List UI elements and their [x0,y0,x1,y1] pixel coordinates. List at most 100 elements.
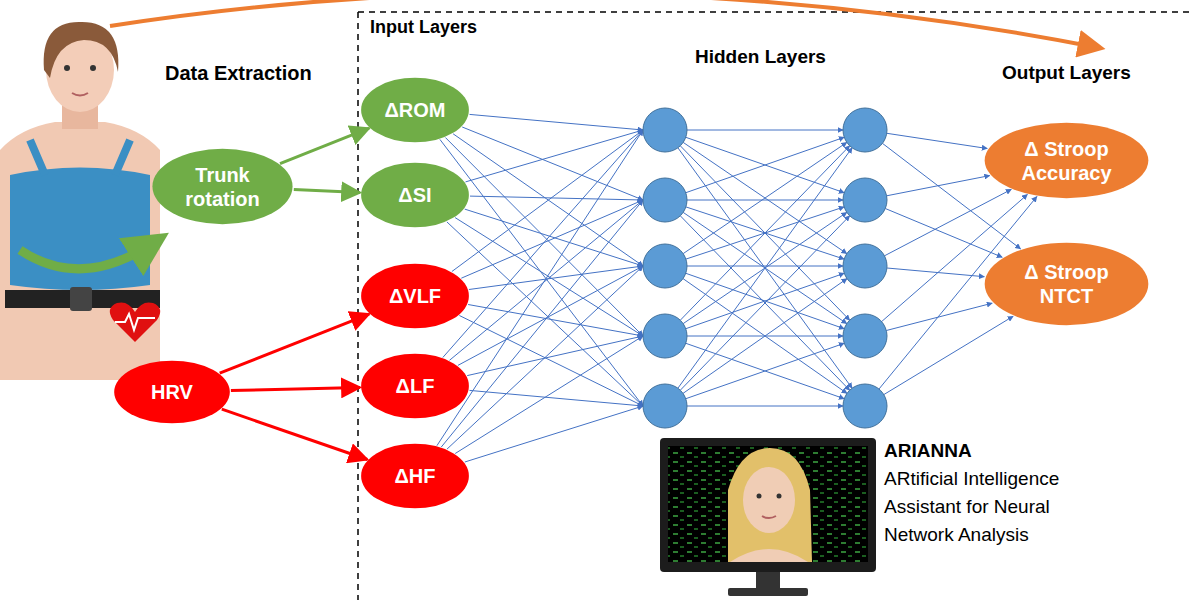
network-link [437,130,643,446]
extraction-arrow [222,409,367,459]
network-link [466,130,644,182]
network-link [686,343,844,398]
hidden-neuron [643,108,687,152]
hidden-neuron [843,178,887,222]
layer-ellipse: HRV [113,360,231,424]
network-link [678,148,852,388]
node-label: Trunk rotation [177,163,269,211]
network-link [447,222,643,406]
network-link [443,130,643,358]
ellipse-fill [985,243,1149,325]
network-link [884,316,1013,394]
network-link [440,139,643,406]
network-link [683,279,847,394]
network-link [686,273,844,328]
network-link [462,127,643,200]
section-heading: Output Layers [1002,62,1131,84]
flow-arc [110,0,1100,48]
network-link [452,130,643,272]
ellipse-shape [983,242,1150,326]
network-link [683,142,847,253]
network-link [468,305,643,337]
layer-ellipse: Δ Stroop Accuracy [983,122,1150,199]
assistant-caption: ARIANNA [884,440,972,462]
network-link [885,209,1002,258]
extraction-arrow [220,314,369,373]
hidden-neuron [643,314,687,358]
network-link [461,200,643,278]
layer-ellipse: ΔSI [360,162,470,228]
ellipse-fill [114,361,230,424]
hidden-neuron [643,178,687,222]
network-link [686,343,844,398]
network-link [686,137,844,192]
node-label: Δ Stroop NTCT [1012,260,1121,308]
section-heading: Input Layers [370,17,477,38]
ellipse-fill [361,444,469,509]
dashed-divider [358,11,1193,13]
node-label: ΔSI [398,183,431,207]
network-link [465,209,643,266]
layer-ellipse: Δ Stroop NTCT [983,242,1150,326]
section-heading: Data Extraction [165,62,312,85]
hidden-neuron [843,314,887,358]
network-link [887,268,984,277]
network-link [470,196,643,200]
network-link [680,216,849,390]
extraction-arrow [231,387,360,390]
ellipse-fill [361,163,469,228]
extraction-arrow [280,128,369,163]
layer-ellipse: ΔROM [360,77,470,143]
network-link [450,200,644,360]
ellipse-fill [361,354,469,419]
network-link [886,303,992,330]
network-link [470,114,644,130]
section-heading: Hidden Layers [695,46,826,68]
network-link [680,216,849,390]
network-link [469,266,643,290]
ellipse-shape [983,122,1150,199]
network-link [687,130,843,131]
extraction-arrow [294,190,360,193]
network-link [687,200,843,201]
hidden-neuron [843,108,887,152]
node-label: Δ Stroop Accuracy [1012,137,1121,185]
network-link [687,266,843,267]
node-label: ΔHF [394,464,435,488]
ellipse-fill [985,123,1149,198]
hidden-neuron [843,384,887,428]
network-link [467,336,643,376]
assistant-caption: Network Analysis [884,524,1029,546]
person-figure [0,22,160,380]
dashed-divider [357,12,359,600]
network-link [441,200,643,447]
network-link [686,137,844,192]
layer-ellipse: ΔHF [360,443,470,509]
network-link [458,266,643,365]
node-label: ΔVLF [389,284,441,308]
hidden-neuron [643,244,687,288]
network-link [887,133,987,148]
node-label: ΔLF [396,374,435,398]
ellipse-shape [151,148,294,225]
ellipse-fill [361,78,469,143]
ellipse-fill [361,264,469,329]
node-label: HRV [151,380,193,404]
node-label: ΔROM [384,98,445,122]
network-link [683,142,847,253]
network-link [447,266,643,449]
network-link [683,279,847,394]
hidden-neuron [843,244,887,288]
network-link [678,148,852,388]
network-link [465,406,643,462]
network-link [686,273,844,328]
assistant-caption: ARtificial Intelligence [884,468,1059,490]
layer-ellipse: ΔVLF [360,263,470,329]
ellipse-fill [152,149,292,224]
network-link [687,406,843,407]
network-link [885,189,1012,255]
layer-ellipse: Trunk rotation [151,148,294,225]
monitor [660,438,876,596]
layer-ellipse: ΔLF [360,353,470,419]
assistant-caption: Assistant for Neural [884,496,1050,518]
